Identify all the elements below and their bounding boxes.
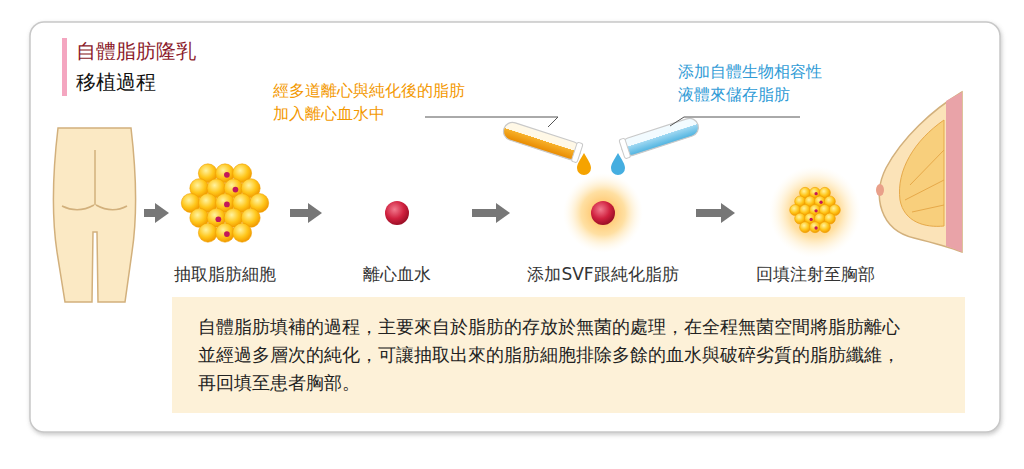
step-arrow [290,209,308,217]
blue-drop [611,153,625,175]
fat-cell [233,223,252,242]
cell-nucleus [810,218,813,221]
step-label: 抽取脂肪細胞 [174,263,276,285]
cell-nucleus [224,202,230,208]
fat-cell [216,223,235,242]
process-step: 離心血水 [327,150,467,285]
process-step: 抽取脂肪細胞 [165,150,285,285]
process-step: 添加SVF跟純化脂肪 [515,150,691,285]
glow [769,166,861,258]
glow [563,173,643,253]
panel [30,22,1000,432]
step-label: 添加SVF跟純化脂肪 [527,263,678,285]
subtitle: 移植過程 [76,68,156,97]
fat-cell [198,223,217,242]
step-arrow [696,209,721,217]
orange-tube [501,119,583,163]
cell-nucleus [819,201,822,204]
cell-nucleus [224,172,230,178]
blue-tube [619,115,701,159]
cell-nucleus [216,216,222,222]
breast-figure [876,92,962,252]
cell-nucleus [814,192,817,195]
orange-drop [577,153,591,175]
blood-dot [385,201,409,225]
step-label: 離心血水 [363,263,431,285]
title-bar [62,38,67,96]
step-label: 回填注射至胸部 [756,263,875,285]
process-step: 回填注射至胸部 [740,150,890,285]
step-arrow [144,203,169,223]
cell-nucleus [814,209,817,212]
leader-line [670,117,800,126]
cell-nucleus [233,187,239,193]
cell-nucleus [814,226,817,229]
legs-figure [53,128,135,302]
leader-line [425,117,558,127]
note-text: 自體脂肪填補的過程，主要來自於脂肪的存放於無菌的處理，在全程無菌空間將脂肪離心 … [198,313,909,397]
cell-nucleus [224,231,230,237]
fat-cell [810,222,821,233]
title: 自體脂肪隆乳 [76,38,196,65]
fat-cell [800,222,811,233]
note-box: 自體脂肪填補的過程，主要來自於脂肪的存放於無菌的處理，在全程無菌空間將脂肪離心 … [172,297,965,413]
step-arrow [472,209,496,217]
callout-text: 添加自體生物相容性 液體來儲存脂肪 [678,60,827,106]
fat-cell [819,222,830,233]
blood-dot [591,201,615,225]
callout-text: 經多道離心與純化後的脂肪 加入離心血水中 [273,79,470,125]
